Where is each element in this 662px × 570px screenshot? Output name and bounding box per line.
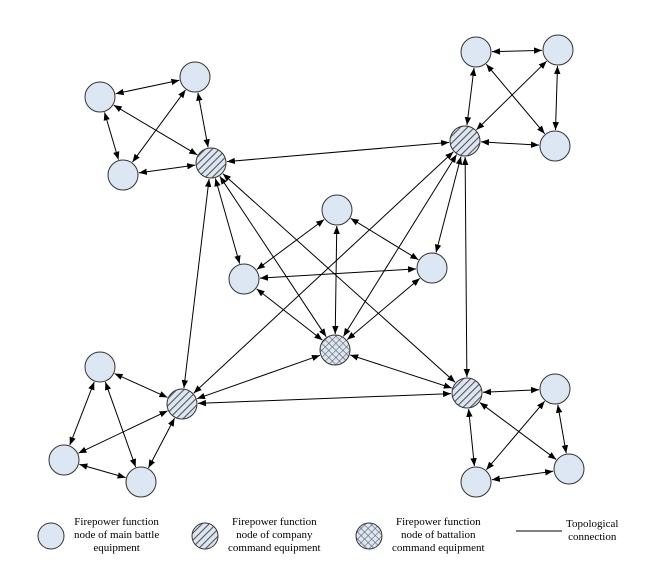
legend: Firepower function node of main battle e… (0, 516, 662, 570)
connection-c3-X (346, 277, 421, 341)
connection-e2-e3 (491, 469, 554, 482)
main-node-d2 (48, 444, 80, 476)
connection-a1-a3 (103, 112, 120, 160)
connection-d2-d3 (79, 463, 126, 479)
company-node-icon (191, 522, 219, 549)
main-node-a1 (84, 81, 116, 113)
connection-A-D (181, 178, 212, 389)
connection-a2-a3 (132, 89, 186, 163)
connection-e3-E (466, 408, 477, 467)
topological-connections (69, 47, 569, 482)
connection-B-D (193, 151, 454, 394)
main-node-e1 (539, 373, 571, 405)
battalion-node-icon (355, 522, 383, 549)
connection-b2-b3 (552, 65, 561, 131)
connection-b1-b3 (485, 63, 546, 135)
connection-a1-a2 (115, 78, 180, 96)
legend-item-company: Firepower function node of company comma… (190, 516, 321, 555)
main-node-c3 (416, 252, 448, 284)
connection-c1-X (332, 225, 340, 335)
company-node-D (166, 388, 198, 420)
main-node-e3 (460, 466, 492, 498)
network-topology-diagram (48, 34, 585, 498)
legend-item-edge: Topological connection (516, 516, 618, 546)
connection-b1-b2 (491, 47, 543, 55)
connection-line-icon (516, 530, 562, 532)
connection-b3-B (480, 139, 540, 148)
main-node-icon (37, 522, 65, 549)
connection-D-E (197, 390, 452, 407)
main-node-b1 (460, 36, 492, 68)
legend-item-battalion: Firepower function node of battalion com… (354, 516, 485, 555)
connection-E-X (350, 354, 452, 389)
connection-B-E (461, 156, 471, 378)
company-node-E (451, 377, 483, 409)
legend-item-main: Firepower function node of main battle e… (36, 516, 159, 555)
connection-A-B (226, 139, 450, 165)
main-node-b3 (539, 130, 571, 162)
connection-A-c2 (214, 178, 241, 264)
legend-label-edge: Topological connection (566, 518, 619, 543)
connection-c1-c2 (256, 219, 325, 270)
main-node-e2 (553, 453, 585, 485)
legend-label-battalion: Firepower function node of battalion com… (392, 516, 485, 554)
connection-A-X (219, 176, 327, 337)
connection-d1-d3 (104, 381, 137, 468)
company-node-B (449, 125, 481, 157)
main-node-c2 (228, 263, 260, 295)
connection-d3-D (148, 417, 175, 469)
connection-d1-D (114, 373, 168, 398)
connection-b2-B (476, 60, 547, 131)
nodes (48, 34, 585, 498)
connection-e1-E (482, 386, 540, 396)
connection-c2-X (256, 288, 323, 341)
connection-a2-A (196, 92, 210, 148)
main-node-a2 (179, 61, 211, 93)
legend-label-company: Firepower function node of company comma… (228, 516, 321, 554)
main-node-b2 (542, 34, 574, 66)
main-node-d3 (125, 466, 157, 498)
connection-a3-A (138, 163, 196, 175)
main-node-c1 (321, 194, 353, 226)
connection-b1-B (464, 67, 477, 126)
connection-e2-E (479, 402, 557, 460)
connection-c1-c3 (350, 217, 419, 261)
connection-d2-D (78, 410, 168, 454)
connection-D-X (196, 354, 321, 400)
connection-d1-d2 (69, 381, 95, 446)
battalion-node-X (319, 334, 351, 366)
main-node-a3 (107, 159, 139, 191)
company-node-A (195, 147, 227, 179)
connection-e1-e3 (485, 400, 546, 471)
connection-B-X (343, 154, 457, 337)
legend-label-main: Firepower function node of main battle e… (74, 516, 160, 554)
connection-B-c3 (434, 156, 463, 253)
connection-e1-e2 (555, 404, 569, 454)
main-node-d1 (84, 351, 116, 383)
